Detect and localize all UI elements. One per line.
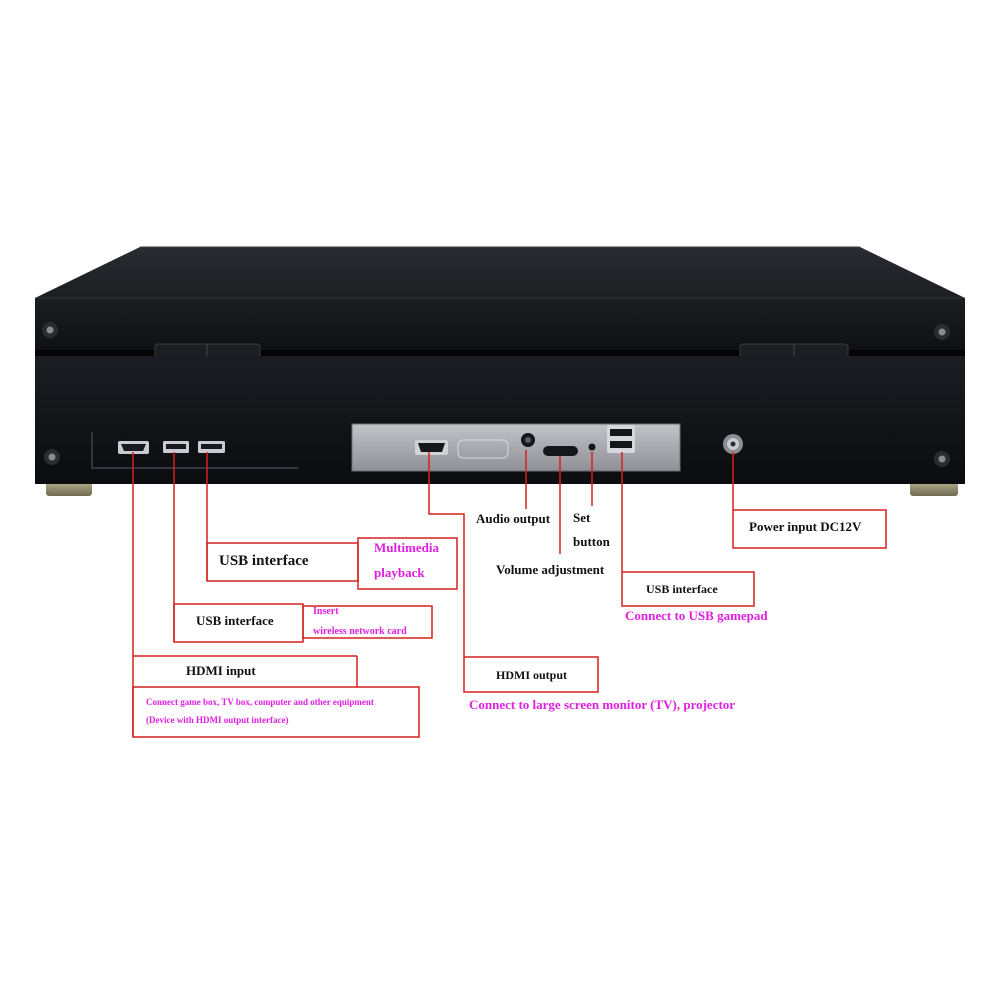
multimedia-playback-note-line2: playback [374,565,425,580]
wireless-card-note-line2: wireless network card [313,626,407,637]
usb-port-icon [198,441,225,453]
device-seam [35,350,965,356]
button-icon [588,443,596,451]
hdmi-output-note: Connect to large screen monitor (TV), pr… [469,697,736,712]
usb-port-icon [163,441,189,453]
usb-interface-multimedia-label: USB interface [219,553,309,569]
dc-power-jack-icon [723,434,743,454]
volume-adjustment-label: Volume adjustment [496,562,605,577]
screw-icon [934,324,950,340]
device-lid [35,247,965,352]
screw-icon [934,451,950,467]
hdmi-input-note-line2: (Device with HDMI output interface) [146,715,289,725]
set-button-label-line2: button [573,534,610,549]
usb-interface-wireless-label: USB interface [196,613,274,628]
audio-output-label: Audio output [476,511,551,526]
screw-icon [42,322,58,338]
hdmi-input-note-line1: Connect game box, TV box, computer and o… [146,697,374,707]
power-input-label: Power input DC12V [749,519,862,534]
hdmi-input-label: HDMI input [186,663,256,678]
audio-jack-icon [521,433,535,447]
usb-port-icon [607,425,635,453]
hdmi-port-icon [118,441,149,454]
wireless-card-note-line1: Insert [313,606,339,617]
usb-interface-gamepad-label: USB interface [646,582,718,596]
volume-slider-icon [543,446,578,456]
leader-lines [132,450,887,738]
hdmi-port-icon [415,440,448,455]
multimedia-playback-note-line1: Multimedia [374,540,439,555]
hdmi-output-label: HDMI output [496,668,568,682]
set-button-label-line1: Set [573,510,591,525]
left-port-recess [91,432,298,469]
usb-gamepad-note: Connect to USB gamepad [625,608,768,623]
screw-icon [44,449,60,465]
